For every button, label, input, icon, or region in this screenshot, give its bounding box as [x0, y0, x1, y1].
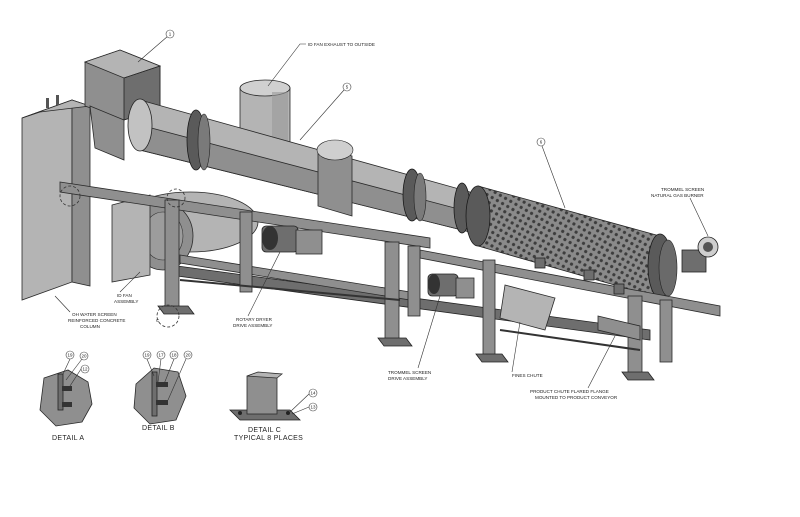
svg-text:TROMMEL SCREEN: TROMMEL SCREEN [388, 370, 431, 375]
svg-text:17: 17 [158, 353, 164, 358]
detail-c-title: DETAIL C [248, 427, 281, 434]
svg-text:ROTARY DRYER: ROTARY DRYER [236, 317, 273, 322]
svg-text:20: 20 [81, 354, 87, 359]
trommel-screen [465, 185, 719, 299]
callout-trommel-burner: TROMMEL SCREEN NATURAL GAS BURNER [651, 187, 709, 237]
callout-oh-water: OH WATER SCREEN REINFORCED CONCRETE COLU… [54, 295, 125, 329]
svg-text:MOUNTED TO PRODUCT CONVEYOR: MOUNTED TO PRODUCT CONVEYOR [535, 395, 618, 400]
svg-text:6: 6 [540, 140, 543, 145]
detail-a: 19 20 12 DETAIL A [39, 350, 93, 442]
svg-text:14: 14 [310, 391, 316, 396]
svg-text:ASSEMBLY: ASSEMBLY [114, 299, 138, 304]
svg-text:5: 5 [346, 85, 349, 90]
concrete-column [21, 95, 91, 301]
detail-b: 19 17 18 20 DETAIL B [133, 350, 193, 432]
detail-a-title: DETAIL A [52, 435, 84, 442]
callout-trommel-drive: TROMMEL SCREEN DRIVE ASSEMBLY [388, 295, 441, 381]
svg-text:PRODUCT CHUTE FLARED FLANGE: PRODUCT CHUTE FLARED FLANGE [530, 389, 609, 394]
callout-id-fan: ID FAN ASSEMBLY [114, 271, 141, 304]
callout-fines-chute: FINES CHUTE [511, 321, 543, 378]
detail-c: 14 13 DETAIL C TYPICAL 8 PLACES [229, 371, 318, 442]
callout-exhaust: ID FAN EXHAUST TO OUTSIDE [267, 42, 375, 87]
svg-text:DRIVE ASSEMBLY: DRIVE ASSEMBLY [388, 376, 428, 381]
svg-text:OH WATER SCREEN: OH WATER SCREEN [72, 312, 117, 317]
svg-text:12: 12 [82, 367, 88, 372]
svg-text:NATURAL GAS BURNER: NATURAL GAS BURNER [651, 193, 704, 198]
svg-text:C: C [156, 318, 160, 323]
svg-text:19: 19 [144, 353, 150, 358]
trommel-drive [427, 273, 475, 299]
svg-text:20: 20 [185, 353, 191, 358]
callout-rotary-drive: ROTARY DRYER DRIVE ASSEMBLY [233, 251, 281, 328]
callout-product-chute: PRODUCT CHUTE FLARED FLANGE MOUNTED TO P… [530, 335, 618, 400]
svg-text:1: 1 [169, 32, 172, 37]
svg-text:DRIVE ASSEMBLY: DRIVE ASSEMBLY [233, 323, 273, 328]
rotary-dryer-drive [261, 225, 323, 255]
svg-text:13: 13 [310, 405, 316, 410]
detail-b-title: DETAIL B [142, 425, 175, 432]
view-marker-c: C [156, 304, 180, 328]
svg-text:ID FAN EXHAUST TO OUTSIDE: ID FAN EXHAUST TO OUTSIDE [308, 42, 375, 47]
rotary-dryer-drum [127, 98, 471, 234]
svg-text:18: 18 [171, 353, 177, 358]
svg-text:COLUMN: COLUMN [80, 324, 100, 329]
svg-text:TROMMEL SCREEN: TROMMEL SCREEN [661, 187, 704, 192]
view-marker-a [59, 185, 81, 207]
view-marker-b [166, 188, 186, 208]
detail-c-subtitle: TYPICAL 8 PLACES [234, 435, 303, 442]
chutes [499, 284, 641, 341]
callout-1: 1 [137, 29, 175, 63]
svg-text:FINES CHUTE: FINES CHUTE [512, 373, 543, 378]
svg-text:ID FAN: ID FAN [117, 293, 132, 298]
svg-text:REINFORCED CONCRETE: REINFORCED CONCRETE [68, 318, 125, 323]
callout-5: 5 [299, 82, 352, 141]
callout-6: 6 [536, 137, 566, 209]
svg-text:19: 19 [67, 353, 73, 358]
